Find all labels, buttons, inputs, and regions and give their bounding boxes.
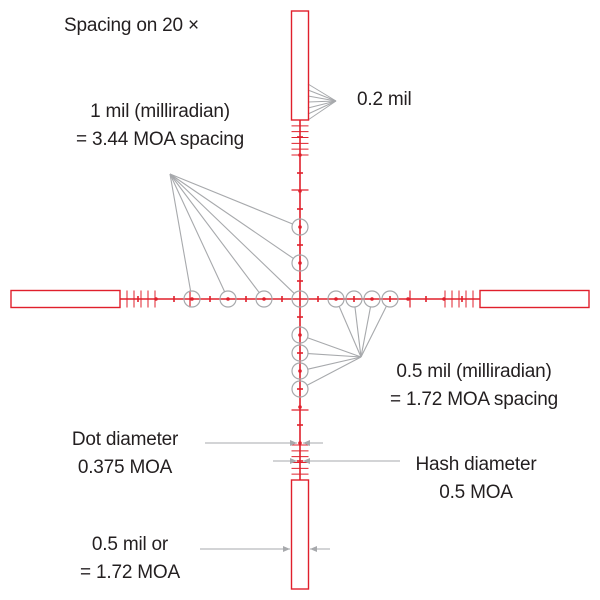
callout-circle <box>345 290 363 308</box>
half-mil-label-line1: 0.5 mil (milliradian) <box>396 361 552 382</box>
post-width-label: 0.5 mil or = 1.72 MOA <box>55 531 205 587</box>
dot-diameter-label: Dot diameter 0.375 MOA <box>40 426 210 482</box>
leader-line <box>169 173 295 294</box>
callout-circle <box>363 290 381 308</box>
leader-line <box>306 356 362 386</box>
callout-circle <box>291 254 309 272</box>
stadia-label: 0.2 mil <box>357 89 412 110</box>
arrow-head <box>290 440 297 446</box>
leader-line <box>307 356 362 370</box>
half-mil-label: 0.5 mil (milliradian) = 1.72 MOA spacing <box>364 358 584 414</box>
mil-dot <box>334 297 338 301</box>
callout-circle <box>291 362 309 380</box>
leader-lines <box>169 83 387 386</box>
crosshair-reticle <box>10 10 590 590</box>
mil-dot <box>370 297 374 301</box>
leader-line <box>169 173 192 292</box>
callout-circle <box>327 290 345 308</box>
leader-line <box>169 173 226 292</box>
top-post <box>290 10 310 121</box>
callout-circle <box>381 290 399 308</box>
hash-diameter-line1: Hash diameter <box>415 454 537 475</box>
arrow-head <box>303 440 310 446</box>
mil-dot <box>298 441 302 445</box>
leader-line <box>169 173 294 259</box>
callout-circle <box>183 290 201 308</box>
dot-diameter-line1: Dot diameter <box>71 429 179 450</box>
mil-dot <box>190 297 194 301</box>
leader-line <box>360 306 372 358</box>
leader-line <box>307 100 337 115</box>
right-post <box>479 289 590 309</box>
dot-diameter-line2: 0.375 MOA <box>77 457 173 478</box>
bottom-post <box>290 479 310 590</box>
leader-line <box>307 89 337 102</box>
mil-dot <box>262 297 266 301</box>
leader-line <box>307 100 337 121</box>
left-post <box>10 289 121 309</box>
arrow-head <box>290 458 297 464</box>
callout-circle <box>291 218 309 236</box>
mil-dot <box>298 225 302 229</box>
callout-circle <box>291 326 309 344</box>
one-mil-label-line2: = 3.44 MOA spacing <box>75 129 245 150</box>
leader-line <box>354 306 362 358</box>
leader-line <box>307 95 337 102</box>
mil-dot <box>298 333 302 337</box>
mil-dot <box>298 369 302 373</box>
leader-line <box>307 337 362 358</box>
mil-dot <box>226 297 230 301</box>
hash-diameter-label: Hash diameter 0.5 MOA <box>396 451 556 507</box>
mil-dot <box>406 297 410 301</box>
hash-diameter-line2: 0.5 MOA <box>439 482 513 503</box>
callout-circle <box>291 380 309 398</box>
leader-line <box>169 173 260 293</box>
diagram-title: Spacing on 20 × <box>64 15 199 36</box>
one-mil-label-line1: 1 mil (milliradian) <box>90 101 230 122</box>
callout-circle <box>219 290 237 308</box>
leader-line <box>307 100 337 103</box>
one-mil-label: 1 mil (milliradian) = 3.44 MOA spacing <box>40 98 280 154</box>
post-width-line2: = 1.72 MOA <box>80 562 180 583</box>
callout-circles <box>183 218 399 398</box>
mil-dot <box>298 261 302 265</box>
mil-dot <box>298 405 302 409</box>
leader-line <box>307 352 362 358</box>
post-width-line1: 0.5 mil or <box>91 534 169 555</box>
leader-line <box>307 83 337 102</box>
callout-circle <box>255 290 273 308</box>
callout-circle <box>291 344 309 362</box>
half-mil-label-line2: = 1.72 MOA spacing <box>389 389 559 410</box>
arrow-head <box>303 458 310 464</box>
leader-line <box>169 173 293 225</box>
leader-line <box>360 305 387 358</box>
leader-line <box>338 306 362 358</box>
arrow-head <box>283 546 290 552</box>
dimension-arrows <box>200 440 400 552</box>
leader-line <box>307 100 337 109</box>
callout-circle <box>291 290 309 308</box>
arrow-head <box>310 546 317 552</box>
